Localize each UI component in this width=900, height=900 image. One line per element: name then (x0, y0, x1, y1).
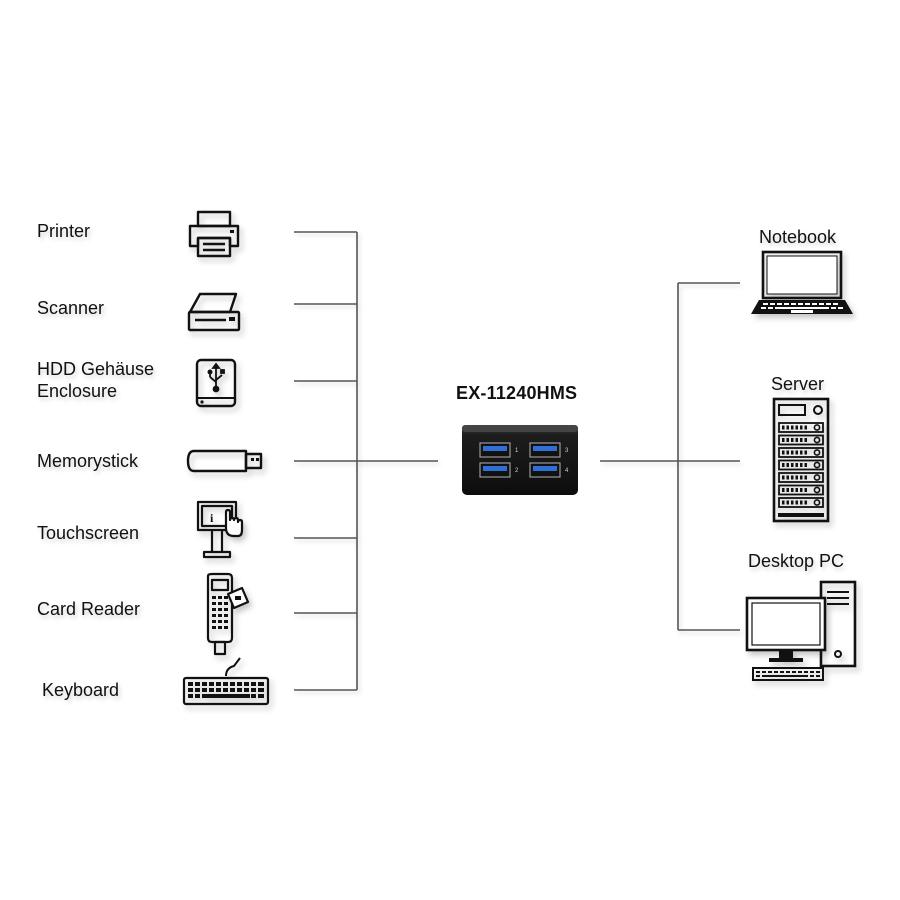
touchscreen-kiosk-icon: i (196, 500, 244, 559)
label-desktop-pc: Desktop PC (748, 551, 845, 571)
server-icon (772, 397, 830, 523)
usb-stick-icon (186, 449, 263, 473)
label-card-reader: Card Reader (37, 599, 141, 619)
hdd-enclosure-icon (195, 358, 237, 408)
port-number-2: 2 (515, 468, 519, 474)
label-scanner: Scanner (37, 298, 105, 318)
svg-text:i: i (210, 511, 214, 525)
scanner-icon (187, 292, 241, 332)
label-notebook: Notebook (759, 227, 837, 247)
usb-hub-icon: 1 2 3 4 (462, 425, 578, 495)
desktop-pc-icon (745, 580, 857, 681)
device-model-title: EX-11240HMS (456, 383, 578, 403)
card-reader-icon (206, 572, 250, 656)
label-hdd-gehause: HDD Gehäuse (37, 359, 155, 379)
port-number-4: 4 (565, 468, 569, 474)
label-server: Server (771, 374, 825, 394)
keyboard-icon (182, 657, 270, 706)
label-enclosure: Enclosure (37, 381, 118, 401)
port-number-3: 3 (565, 448, 569, 454)
port-number-1: 1 (515, 448, 519, 454)
label-keyboard: Keyboard (42, 680, 120, 700)
notebook-icon (751, 250, 853, 314)
label-touchscreen: Touchscreen (37, 523, 140, 543)
printer-icon (188, 210, 240, 258)
label-printer: Printer (37, 221, 91, 241)
label-memorystick: Memorystick (37, 451, 139, 471)
